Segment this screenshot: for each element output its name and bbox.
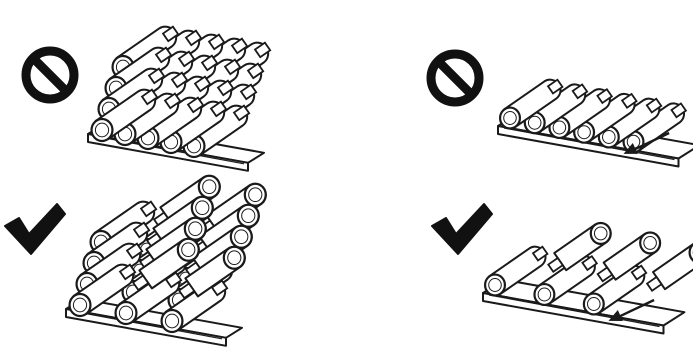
panel-stacked-front-load — [26, 27, 270, 171]
prohibited-icon — [431, 54, 479, 102]
panel-stacked-alternating — [5, 176, 266, 346]
checkmark-icon — [5, 204, 65, 254]
panel-single-layer-front-load — [431, 54, 693, 166]
panel-single-layer-alternating — [432, 204, 693, 333]
prohibited-icon — [26, 51, 74, 99]
checkmark-icon — [432, 204, 492, 254]
